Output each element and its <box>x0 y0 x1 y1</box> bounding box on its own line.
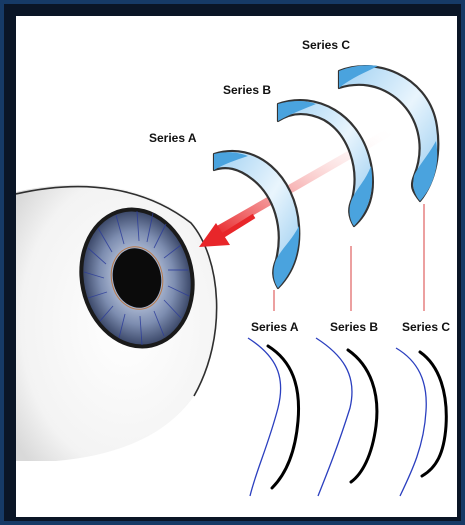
cornea-profile-c <box>396 348 426 496</box>
bottom-label-series-c: Series C <box>402 320 450 334</box>
eye-illustration <box>16 185 217 461</box>
profile-series-a <box>248 338 299 496</box>
top-label-series-c: Series C <box>302 38 350 52</box>
bottom-label-series-a: Series A <box>251 320 299 334</box>
profile-series-c <box>396 348 446 496</box>
lens-profile-a <box>268 346 299 488</box>
top-label-series-a: Series A <box>149 131 197 145</box>
lens-profile-c <box>420 352 446 476</box>
profile-series-b <box>316 338 377 496</box>
bottom-label-series-b: Series B <box>330 320 378 334</box>
lens-diagram: Series C Series B Series A Series A Seri… <box>16 16 457 517</box>
lens-profile-b <box>348 350 377 482</box>
top-label-series-b: Series B <box>223 83 271 97</box>
diagram-panel: Series C Series B Series A Series A Seri… <box>16 16 457 517</box>
cornea-profile-b <box>316 338 352 496</box>
cornea-profile-a <box>248 338 281 496</box>
lens-series-a <box>214 151 299 288</box>
